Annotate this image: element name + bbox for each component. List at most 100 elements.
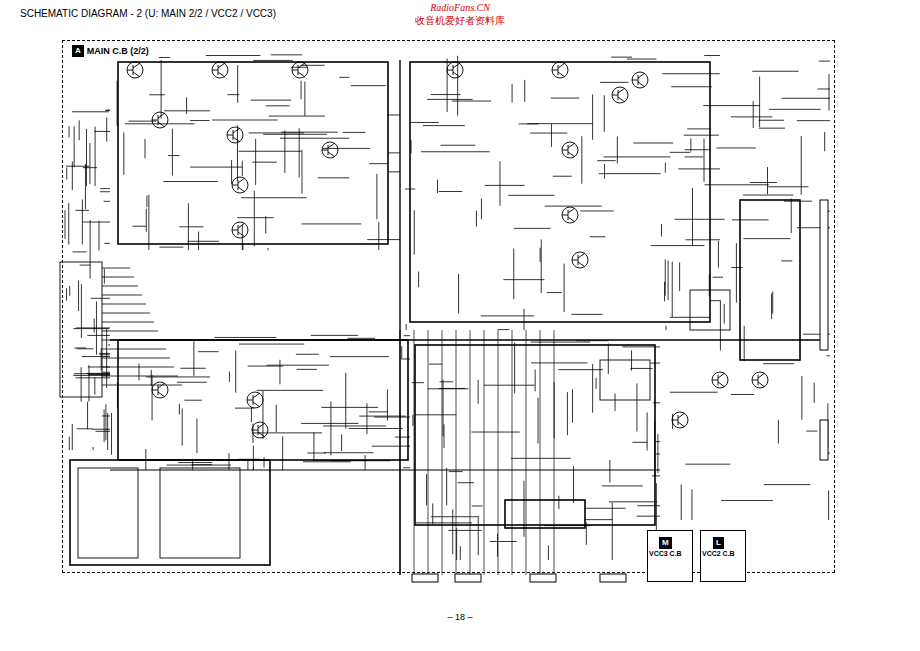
wire xyxy=(127,70,133,71)
wire xyxy=(152,120,158,121)
wire xyxy=(161,60,162,118)
wire xyxy=(102,331,158,332)
wire xyxy=(248,366,284,367)
wire xyxy=(94,319,95,333)
wire xyxy=(258,425,259,435)
wire xyxy=(448,530,481,531)
wire xyxy=(80,265,91,266)
wire xyxy=(713,277,723,278)
wire xyxy=(551,98,580,99)
wire xyxy=(526,330,527,575)
wire xyxy=(251,407,252,422)
wire xyxy=(105,404,106,440)
wire xyxy=(74,126,75,167)
wire xyxy=(687,128,711,129)
wire xyxy=(596,378,597,389)
wire xyxy=(558,72,565,77)
wire xyxy=(102,322,154,323)
wire xyxy=(627,59,657,60)
wire xyxy=(313,433,314,460)
wire xyxy=(484,385,535,386)
wire xyxy=(592,94,593,139)
wire xyxy=(568,145,569,155)
wire xyxy=(72,251,86,252)
wire xyxy=(478,380,479,404)
wire xyxy=(251,100,292,101)
wire xyxy=(366,403,367,434)
wire xyxy=(179,226,203,227)
transistor-symbol xyxy=(127,62,143,78)
board-letter: M xyxy=(659,537,672,549)
wire xyxy=(423,125,465,126)
wire xyxy=(731,267,742,268)
wire xyxy=(239,151,302,152)
wire xyxy=(481,315,534,316)
watermark: RadioFans.CN xyxy=(430,2,490,13)
wire xyxy=(99,353,110,354)
wire xyxy=(764,484,810,485)
wire xyxy=(633,142,673,143)
wire xyxy=(668,260,669,300)
wire xyxy=(744,326,745,361)
wire xyxy=(758,382,765,387)
wire xyxy=(238,225,239,235)
wire xyxy=(670,152,691,153)
wire xyxy=(102,367,174,368)
wire xyxy=(797,120,830,121)
board-name: VCC2 C.B xyxy=(702,550,735,557)
wire xyxy=(472,432,520,433)
wire xyxy=(547,292,562,293)
wire xyxy=(685,464,730,465)
wire xyxy=(768,186,808,187)
wire xyxy=(485,185,525,186)
wire xyxy=(237,125,238,180)
wire xyxy=(238,223,245,228)
wire xyxy=(784,201,812,202)
wire xyxy=(572,260,578,261)
wire xyxy=(767,167,768,194)
wire xyxy=(731,116,772,117)
wire xyxy=(186,97,187,114)
wire xyxy=(349,428,403,429)
wire xyxy=(618,90,619,100)
wire xyxy=(145,139,146,158)
wire xyxy=(132,226,146,227)
wire xyxy=(541,239,542,293)
wire xyxy=(771,294,772,319)
wire xyxy=(253,446,254,470)
wire xyxy=(703,105,760,106)
board-heading: LVCC2 C.B xyxy=(701,536,736,558)
wire xyxy=(271,54,302,55)
wire xyxy=(81,367,82,401)
wire xyxy=(276,405,277,433)
wire xyxy=(102,376,178,377)
wire xyxy=(328,143,335,148)
wire xyxy=(158,392,165,397)
wire xyxy=(499,161,500,206)
wire xyxy=(266,365,328,366)
wire xyxy=(68,203,69,245)
wire xyxy=(65,210,66,239)
wire xyxy=(94,377,95,394)
wire xyxy=(498,330,499,575)
wire xyxy=(608,343,609,374)
wire xyxy=(148,195,149,250)
wire xyxy=(318,177,350,178)
wire xyxy=(826,355,830,356)
wire xyxy=(107,413,108,450)
wire xyxy=(772,291,773,313)
transistor-symbol xyxy=(252,422,268,438)
transistor-symbol xyxy=(447,62,463,78)
wire xyxy=(828,74,829,111)
wire xyxy=(568,208,575,213)
wire xyxy=(444,424,445,448)
wire xyxy=(133,63,140,68)
wire xyxy=(343,132,366,133)
wire xyxy=(568,210,569,220)
wire xyxy=(553,176,572,177)
wire xyxy=(237,217,273,218)
wire xyxy=(806,431,817,432)
wire xyxy=(182,408,183,445)
wire xyxy=(712,380,718,381)
wire xyxy=(618,97,625,102)
